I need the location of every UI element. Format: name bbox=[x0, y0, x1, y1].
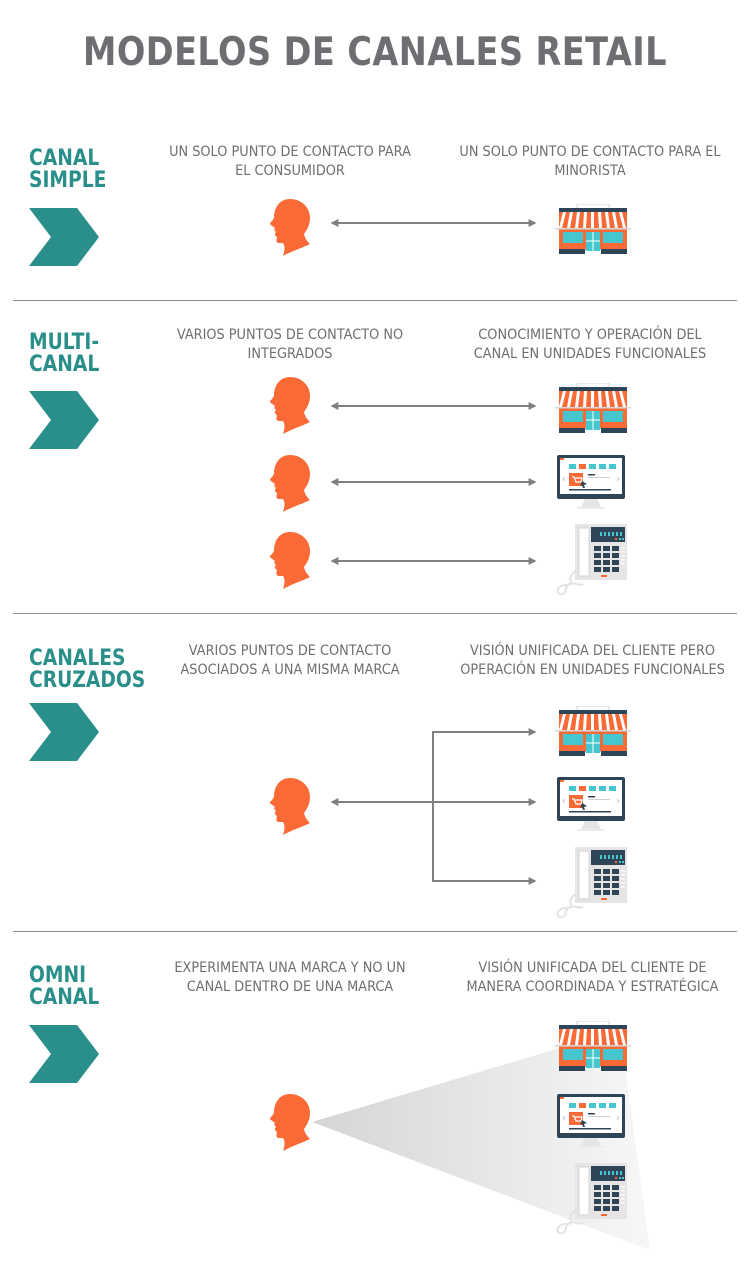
consumer-description: UN SOLO PUNTO DE CONTACTO PARA EL CONSUM… bbox=[169, 144, 411, 179]
consumer-description: EXPERIMENTA UNA MARCA Y NO UN CANAL DENT… bbox=[174, 960, 406, 995]
page-title: MODELOS DE CANALES RETAIL bbox=[83, 30, 667, 75]
section-divider bbox=[13, 613, 737, 614]
computer-monitor-ecommerce-icon bbox=[557, 1094, 625, 1150]
desk-telephone-icon bbox=[553, 1163, 629, 1235]
head-silhouette-icon bbox=[268, 1093, 312, 1151]
consumer-description: VARIOS PUNTOS DE CONTACTO NO INTEGRADOS bbox=[176, 327, 404, 362]
section-label: CANALES CRUZADOS bbox=[29, 646, 146, 693]
storefront-icon bbox=[555, 1021, 631, 1073]
retailer-description: UN SOLO PUNTO DE CONTACTO PARA EL MINORI… bbox=[459, 144, 721, 179]
consumer-description: VARIOS PUNTOS DE CONTACTO ASOCIADOS A UN… bbox=[180, 643, 400, 678]
bidirectional-arrow bbox=[330, 219, 537, 227]
section-label: CANAL SIMPLE bbox=[29, 146, 107, 193]
section-divider bbox=[13, 300, 737, 301]
retailer-description: VISIÓN UNIFICADA DEL CLIENTE DE MANERA C… bbox=[466, 960, 719, 995]
section-divider bbox=[13, 931, 737, 932]
section-label: OMNI CANAL bbox=[29, 963, 100, 1010]
retailer-description: CONOCIMIENTO Y OPERACIÓN DEL CANAL EN UN… bbox=[473, 327, 707, 362]
retailer-description: VISIÓN UNIFICADA DEL CLIENTE PERO OPERAC… bbox=[460, 643, 725, 678]
parallel-arrows bbox=[330, 402, 537, 565]
section-label: MULTI- CANAL bbox=[29, 330, 100, 377]
branching-arrows bbox=[330, 728, 537, 885]
